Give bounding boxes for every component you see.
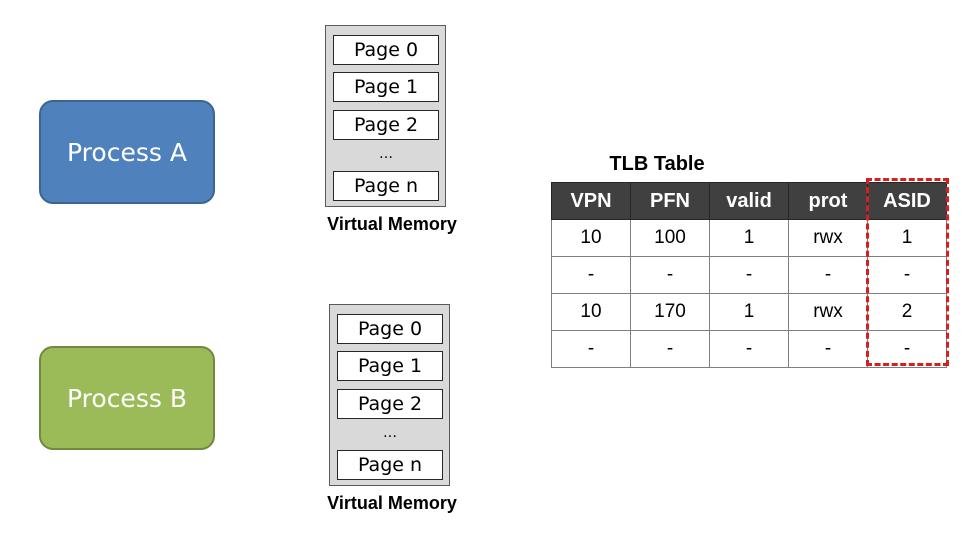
col-valid: valid <box>709 182 789 220</box>
col-prot: prot <box>788 182 868 220</box>
col-pfn: PFN <box>630 182 710 220</box>
tlb-table: VPN PFN valid prot ASID 10 100 1 rwx 1 -… <box>551 182 947 368</box>
col-asid: ASID <box>867 182 947 220</box>
vm-a-page-0: Page 0 <box>333 35 439 65</box>
cell-asid: 1 <box>867 219 947 257</box>
tlb-header-row: VPN PFN valid prot ASID <box>551 182 947 220</box>
process-a-box: Process A <box>39 100 215 204</box>
cell-valid: 1 <box>709 293 789 331</box>
cell-valid: 1 <box>709 219 789 257</box>
table-row: - - - - - <box>551 256 947 294</box>
vm-b-caption: Virtual Memory <box>327 493 457 513</box>
virtual-memory-a: Page 0 Page 1 Page 2 … Page n <box>325 25 446 207</box>
cell-valid: - <box>709 330 789 368</box>
cell-valid: - <box>709 256 789 294</box>
table-row: 10 170 1 rwx 2 <box>551 293 947 331</box>
vm-b-page-2: Page 2 <box>337 389 443 419</box>
table-row: - - - - - <box>551 330 947 368</box>
cell-vpn: - <box>551 256 631 294</box>
vm-b-ellipsis: … <box>383 425 397 441</box>
cell-asid: 2 <box>867 293 947 331</box>
cell-vpn: 10 <box>551 219 631 257</box>
cell-prot: - <box>788 330 868 368</box>
table-row: 10 100 1 rwx 1 <box>551 219 947 257</box>
vm-b-page-0: Page 0 <box>337 314 443 344</box>
vm-a-page-n: Page n <box>333 171 439 201</box>
vm-a-page-2: Page 2 <box>333 110 439 140</box>
cell-vpn: - <box>551 330 631 368</box>
cell-asid: - <box>867 330 947 368</box>
cell-pfn: - <box>630 330 710 368</box>
cell-pfn: 170 <box>630 293 710 331</box>
cell-prot: rwx <box>788 293 868 331</box>
virtual-memory-b: Page 0 Page 1 Page 2 … Page n <box>329 304 450 486</box>
cell-prot: rwx <box>788 219 868 257</box>
vm-b-page-1: Page 1 <box>337 351 443 381</box>
cell-pfn: - <box>630 256 710 294</box>
vm-b-page-n: Page n <box>337 450 443 480</box>
process-a-label: Process A <box>67 137 187 167</box>
tlb-title: TLB Table <box>609 153 705 175</box>
vm-a-page-1: Page 1 <box>333 72 439 102</box>
vm-a-ellipsis: … <box>379 146 393 162</box>
vm-a-caption: Virtual Memory <box>327 214 457 234</box>
cell-vpn: 10 <box>551 293 631 331</box>
process-b-label: Process B <box>67 383 187 413</box>
cell-prot: - <box>788 256 868 294</box>
col-vpn: VPN <box>551 182 631 220</box>
cell-asid: - <box>867 256 947 294</box>
process-b-box: Process B <box>39 346 215 450</box>
cell-pfn: 100 <box>630 219 710 257</box>
